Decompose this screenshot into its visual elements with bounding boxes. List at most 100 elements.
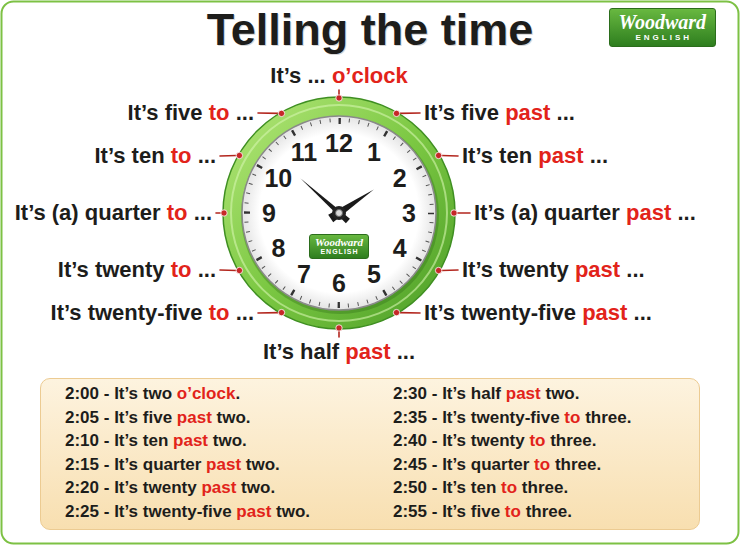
time-word: past — [626, 201, 671, 225]
example-line: 2:45 - It’s quartertothree. — [393, 454, 601, 476]
phrase-text: ... — [198, 258, 216, 282]
phrase-text: It’s (a) quarter — [15, 201, 161, 225]
example-line: 2:10 - It’s tenpasttwo. — [65, 430, 247, 452]
time-phrase: It’s twenty-fiveto... — [51, 301, 254, 325]
example-line: 2:55 - It’s fivetothree. — [393, 501, 572, 523]
phrase-text: ... — [557, 101, 575, 125]
time-phrase: It’s ...o’clock — [270, 64, 407, 88]
time-word: to — [564, 407, 580, 429]
time-phrase: It’s tenpast... — [462, 144, 608, 168]
example-line: 2:15 - It’s quarterpasttwo. — [65, 454, 280, 476]
clock-face: 121234567891011WoodwardENGLISH — [222, 96, 456, 330]
phrase-text: It’s twenty — [58, 258, 165, 282]
time-phrase: It’s twenty-fivepast... — [424, 301, 652, 325]
time-word: past — [505, 101, 550, 125]
example-line: 2:30 - It’s halfpasttwo. — [393, 383, 579, 405]
time-phrase: It’s twentyto... — [58, 258, 216, 282]
time-word: past — [575, 258, 620, 282]
time-phrase: It’s (a) quarterto... — [15, 201, 212, 225]
example-text: 2:20 - It’s twenty — [65, 477, 197, 499]
example-text: 2:40 - It’s twenty — [393, 430, 525, 452]
time-word: past — [506, 383, 541, 405]
logo-subtitle: ENGLISH — [636, 33, 693, 42]
time-word: to — [534, 454, 550, 476]
example-text: two. — [213, 430, 247, 452]
example-text: three. — [550, 430, 596, 452]
phrase-text: ... — [677, 201, 695, 225]
example-text: 2:05 - It’s five — [65, 407, 172, 429]
clock-number: 12 — [325, 129, 353, 157]
logo-wordmark: Woodward — [619, 11, 706, 33]
time-word: to — [505, 501, 521, 523]
time-word: to — [209, 101, 230, 125]
phrase-text: ... — [626, 258, 644, 282]
example-line: 2:40 - It’s twentytothree. — [393, 430, 596, 452]
diagram-title: Telling the time — [120, 4, 620, 56]
time-word: to — [529, 430, 545, 452]
example-text: 2:30 - It’s half — [393, 383, 501, 405]
example-text: 2:15 - It’s quarter — [65, 454, 201, 476]
time-word: o’clock — [177, 383, 236, 405]
example-text: 2:35 - It’s twenty-five — [393, 407, 560, 429]
example-text: three. — [555, 454, 601, 476]
time-phrase: It’s twentypast... — [462, 258, 645, 282]
phrase-text: It’s (a) quarter — [474, 201, 620, 225]
clock-number: 10 — [264, 164, 292, 192]
example-text: 2:25 - It’s twenty-five — [65, 501, 232, 523]
time-word: past — [206, 454, 241, 476]
leader-lines — [216, 90, 470, 337]
phrase-text: ... — [236, 101, 254, 125]
clock-illustration — [221, 95, 457, 331]
time-phrase: It’s halfpast... — [263, 340, 415, 364]
example-line: 2:20 - It’s twentypasttwo. — [65, 477, 275, 499]
example-text: three. — [526, 501, 572, 523]
phrase-text: ... — [397, 340, 415, 364]
example-line: 2:50 - It’s tentothree. — [393, 477, 568, 499]
example-text: two. — [241, 477, 275, 499]
phrase-text: It’s ten — [462, 144, 532, 168]
time-word: past — [345, 340, 390, 364]
time-word: past — [173, 430, 208, 452]
phrase-text: ... — [198, 144, 216, 168]
examples-panel: 2:00 - It’s twoo’clock.2:05 - It’s fivep… — [40, 378, 700, 530]
example-line: 2:25 - It’s twenty-fivepasttwo. — [65, 501, 310, 523]
example-text: three. — [585, 407, 631, 429]
clock-number: 3 — [402, 199, 416, 227]
time-word: to — [209, 301, 230, 325]
clock-number: 2 — [393, 164, 407, 192]
example-text: three. — [522, 477, 568, 499]
phrase-text: It’s twenty-five — [424, 301, 576, 325]
example-text: 2:10 - It’s ten — [65, 430, 168, 452]
example-line: 2:35 - It’s twenty-fivetothree. — [393, 407, 631, 429]
example-text: two. — [246, 454, 280, 476]
time-word: past — [582, 301, 627, 325]
phrase-text: It’s twenty-five — [51, 301, 203, 325]
phrase-text: It’s twenty — [462, 258, 569, 282]
example-text: two. — [545, 383, 579, 405]
phrase-text: It’s ten — [94, 144, 164, 168]
phrase-text: ... — [590, 144, 608, 168]
example-text: 2:45 - It’s quarter — [393, 454, 529, 476]
brand-logo: WoodwardENGLISH — [309, 234, 369, 259]
example-text: . — [235, 383, 240, 405]
phrase-text: It’s ... — [270, 64, 325, 88]
example-text: 2:50 - It’s ten — [393, 477, 496, 499]
brand-logo: WoodwardENGLISH — [609, 8, 716, 47]
clock-number: 11 — [291, 138, 317, 166]
time-word: past — [538, 144, 583, 168]
time-word: past — [177, 407, 212, 429]
example-line: 2:00 - It’s twoo’clock. — [65, 383, 240, 405]
clock-number: 9 — [262, 199, 276, 227]
phrase-text: It’s five — [424, 101, 499, 125]
time-phrase: It’s tento... — [94, 144, 216, 168]
phrase-text: ... — [194, 201, 212, 225]
example-text: two. — [217, 407, 251, 429]
clock-number: 1 — [367, 138, 381, 166]
clock-number: 8 — [271, 234, 285, 262]
clock-number: 5 — [367, 260, 381, 288]
example-text: 2:00 - It’s two — [65, 383, 172, 405]
example-line: 2:05 - It’s fivepasttwo. — [65, 407, 251, 429]
time-phrase: It’s (a) quarterpast... — [474, 201, 696, 225]
